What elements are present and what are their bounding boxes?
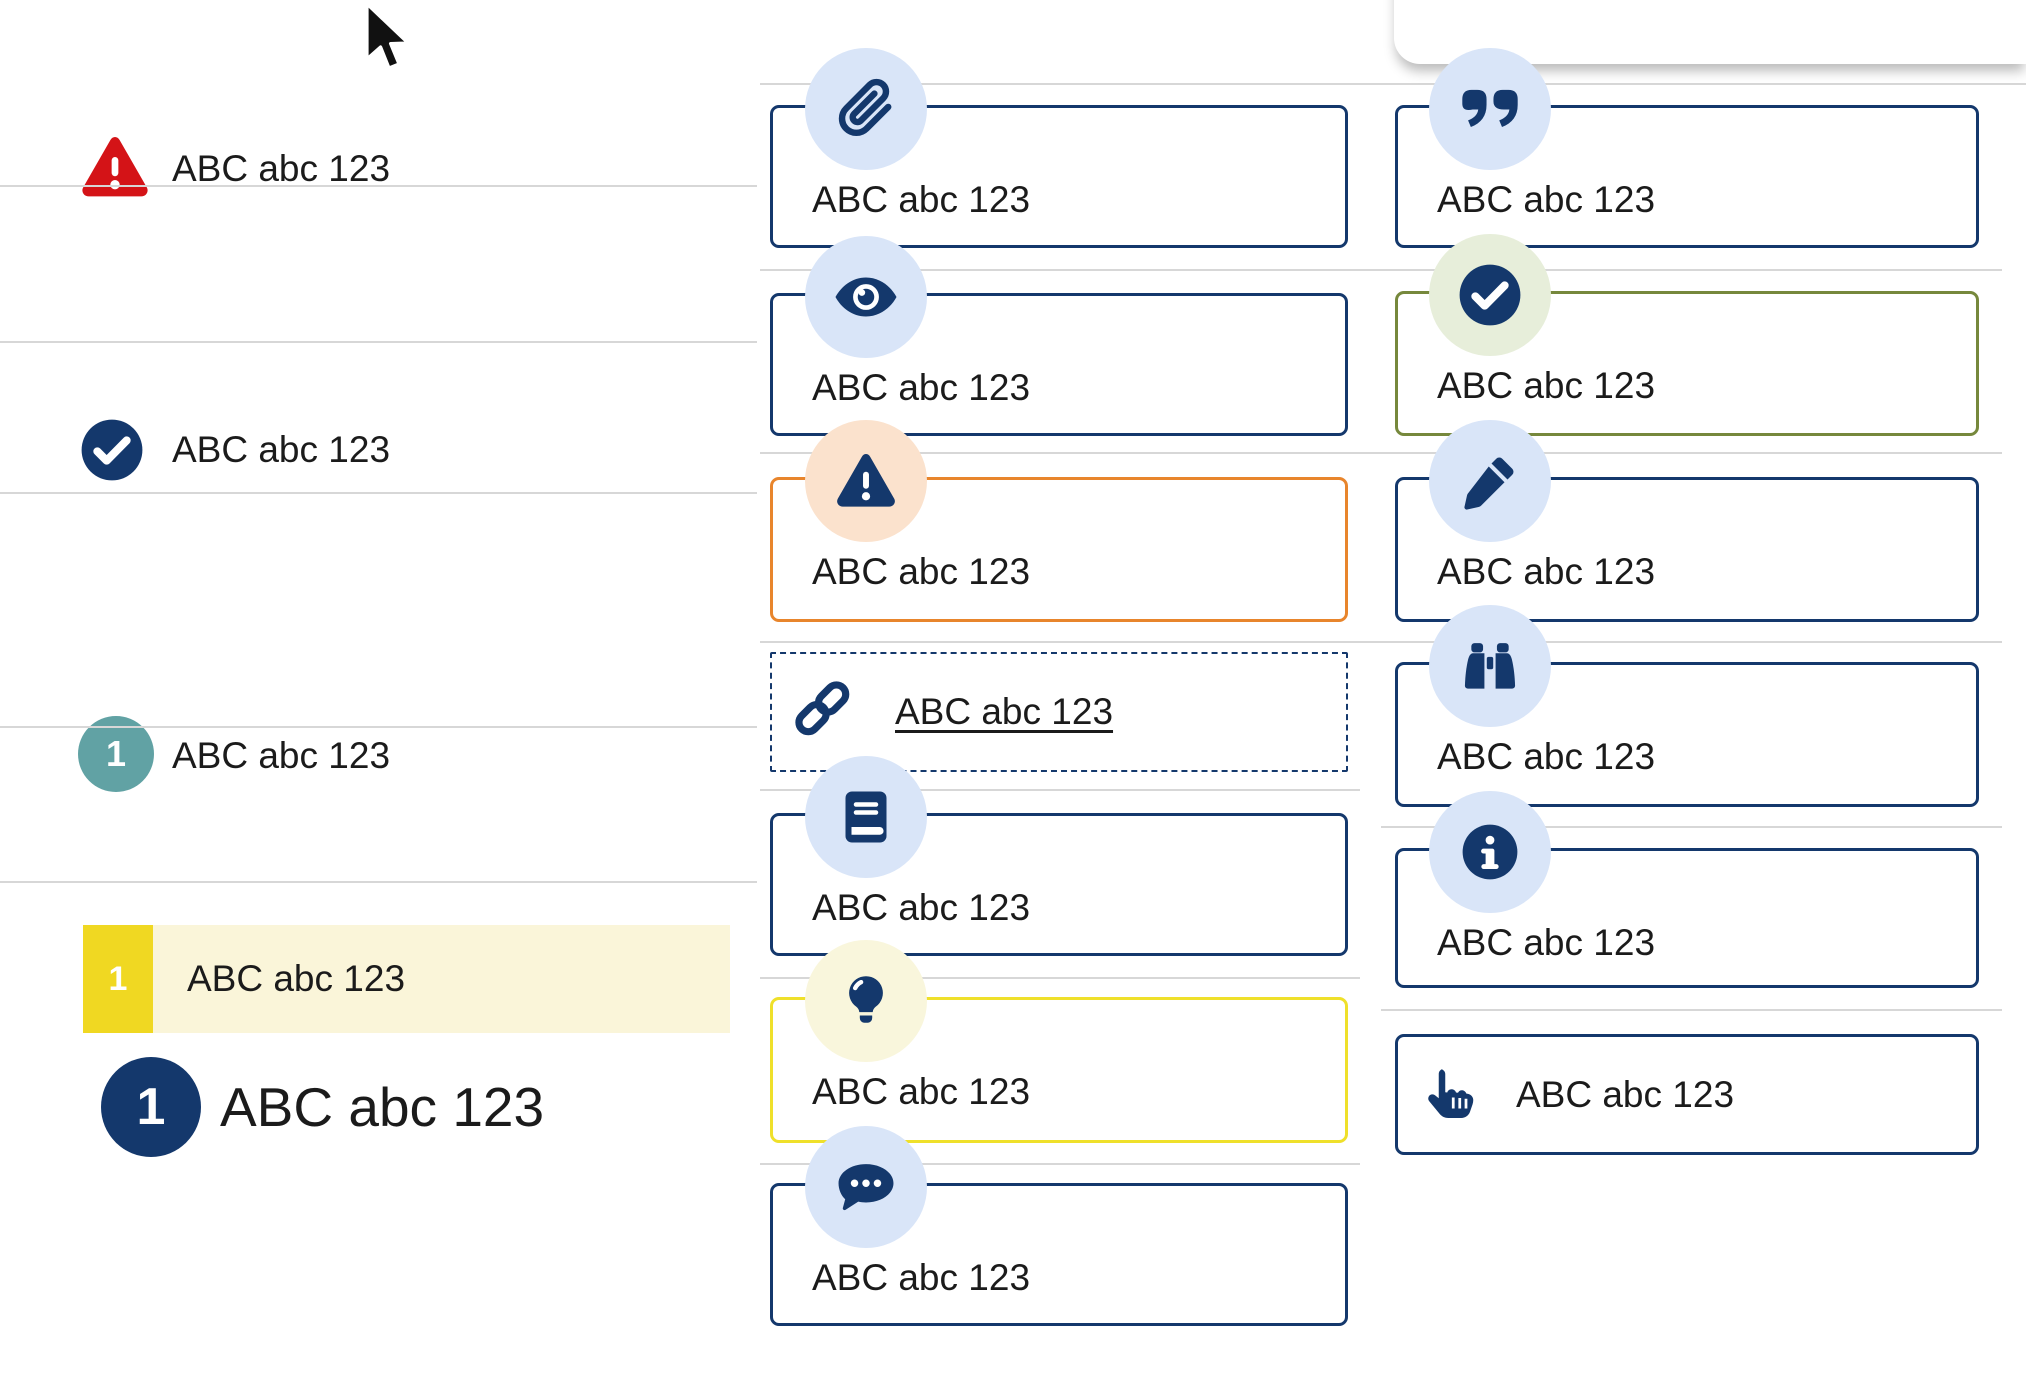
divider (760, 977, 1360, 979)
list-heading-label: ABC abc 123 (220, 1076, 545, 1138)
badge-circle (805, 236, 927, 358)
eye-icon (835, 277, 897, 317)
callout-label: ABC abc 123 (812, 551, 1031, 592)
lightbulb-icon (849, 976, 883, 1023)
badge-number: 1 (105, 733, 127, 774)
divider (0, 881, 757, 883)
chat-bubble-icon (838, 1164, 894, 1211)
badge-circle (805, 1126, 927, 1248)
divider (760, 1163, 1360, 1165)
warning-triangle-icon (837, 454, 895, 507)
divider (760, 269, 2002, 271)
callout-box (1395, 477, 1979, 622)
divider (760, 452, 2002, 454)
badge-number: 1 (136, 1078, 166, 1136)
badge-circle (1429, 234, 1551, 356)
badge-circle (1429, 791, 1551, 913)
list-item: ABC abc 123 (0, 60, 757, 197)
check-circle-icon (1459, 264, 1521, 326)
list-heading-item: 1 ABC abc 123 (0, 494, 757, 1157)
list-item: 1 ABC abc 123 (0, 343, 757, 792)
badge-number: 1 (108, 959, 128, 998)
callout-label: ABC abc 123 (812, 1257, 1031, 1298)
list-item: ABC abc 123 (0, 187, 757, 481)
callout-label: ABC abc 123 (812, 1071, 1031, 1112)
badge-circle (805, 940, 927, 1062)
teal-number-badge: 1 (78, 716, 154, 792)
list-item-highlighted[interactable]: 1 ABC abc 123 (83, 925, 730, 1033)
badge-circle (805, 756, 927, 878)
link-icon (795, 681, 850, 736)
divider (760, 789, 1360, 791)
check-circle-icon (81, 419, 143, 481)
link-callout-box[interactable] (770, 652, 1348, 772)
badge-circle (805, 48, 927, 170)
list-item-label: ABC abc 123 (172, 735, 391, 776)
callout-label: ABC abc 123 (812, 179, 1031, 220)
callout-label: ABC abc 123 (812, 887, 1031, 928)
divider (0, 341, 757, 343)
badge-circle (1429, 420, 1551, 542)
badge-circle (1429, 605, 1551, 727)
callout-label: ABC abc 123 (1437, 551, 1656, 592)
callout-label: ABC abc 123 (812, 367, 1031, 408)
warning-triangle-icon (82, 137, 148, 197)
list-item-label: ABC abc 123 (172, 429, 391, 470)
navy-number-badge-large: 1 (101, 1057, 201, 1157)
callout-link[interactable]: ABC abc 123 (895, 691, 1114, 732)
divider (1381, 1009, 2002, 1011)
divider (0, 726, 757, 728)
divider (0, 185, 757, 187)
pencil-icon (1464, 457, 1514, 510)
list-item-label: ABC abc 123 (172, 148, 391, 189)
paperclip-icon (838, 78, 892, 137)
callout-label: ABC abc 123 (1437, 179, 1656, 220)
callout-label: ABC abc 123 (1437, 922, 1656, 963)
badge-circle (1429, 48, 1551, 170)
callout-box (1395, 1034, 1979, 1155)
callout-label: ABC abc 123 (1437, 365, 1656, 406)
book-icon (845, 791, 887, 843)
binoculars-icon (1464, 643, 1516, 689)
hand-pointer-icon (1428, 1069, 1474, 1118)
yellow-number-badge: 1 (83, 925, 153, 1033)
divider (760, 83, 2026, 85)
mouse-cursor (365, 2, 410, 70)
info-icon (1462, 824, 1518, 880)
quote-icon (1462, 89, 1518, 127)
callout-box (770, 1183, 1348, 1326)
callout-label: ABC abc 123 (1437, 736, 1656, 777)
badge-circle (805, 420, 927, 542)
divider (760, 641, 2002, 643)
list-item[interactable]: 1 ABC abc 123 (0, 728, 757, 881)
list-item-label: ABC abc 123 (187, 958, 406, 999)
callout-label: ABC abc 123 (1516, 1074, 1735, 1115)
divider (1381, 826, 2002, 828)
divider (0, 492, 757, 494)
